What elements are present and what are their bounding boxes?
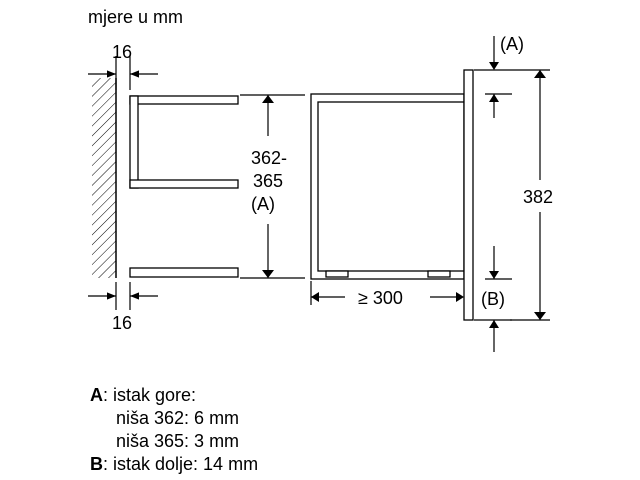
legend-row-b: B: istak dolje: 14 mm (90, 453, 258, 476)
gap-label-bottom: 16 (112, 313, 132, 333)
offset-markers (474, 36, 512, 352)
wall-section (92, 78, 117, 278)
gap-dimension-top (88, 56, 158, 90)
legend: A: istak gore: niša 362: 6 mm niša 365: … (90, 384, 258, 476)
niche-height-dimension (240, 94, 305, 279)
legend-row-a: A: istak gore: (90, 384, 258, 407)
niche-height-label-1: 362- (251, 148, 287, 168)
legend-key-a: A (90, 385, 103, 405)
legend-a-line2: niša 362: 6 mm (116, 408, 240, 428)
marker-a-label: (A) (500, 34, 524, 54)
niche-height-ref: (A) (251, 194, 275, 214)
legend-text-a: : istak gore: (103, 385, 197, 405)
niche-height-label-2: 365 (253, 171, 283, 191)
overall-height-dimension (510, 69, 550, 321)
units-label: mjere u mm (88, 7, 183, 27)
legend-a-line3: niša 365: 3 mm (116, 431, 240, 451)
gap-dimension-bottom (88, 282, 158, 310)
depth-dimension (310, 281, 464, 305)
gap-label-top: 16 (112, 42, 132, 62)
appliance-side-view (310, 69, 474, 321)
legend-key-b: B (90, 454, 103, 474)
niche-side-profile (129, 95, 239, 278)
depth-label: ≥ 300 (358, 288, 403, 308)
legend-text-b: : istak dolje: 14 mm (103, 454, 259, 474)
overall-height-label: 382 (523, 187, 553, 207)
marker-b-label: (B) (481, 289, 505, 309)
